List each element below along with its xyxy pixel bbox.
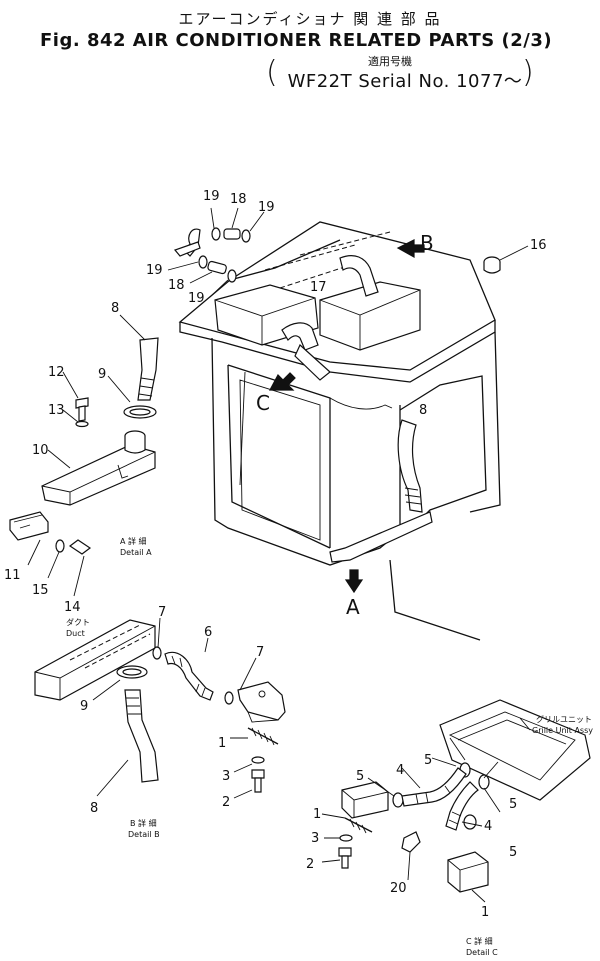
callout-4: 4 [396,763,404,778]
callout-5: 5 [509,845,517,860]
serial-paren-close: ) [522,55,534,90]
callout-5: 5 [356,769,364,784]
detail-b-en: Detail B [128,830,160,839]
callout-1: 1 [313,807,321,822]
callout-19: 19 [258,200,275,215]
callout-5: 5 [509,797,517,812]
detail-c-jp: C 詳 細 [466,936,493,946]
detail-a [9,314,159,597]
callout-19: 19 [188,291,205,306]
callout-15: 15 [32,583,49,598]
callout-19: 19 [146,263,163,278]
duct-label-jp: ダクト [66,617,90,627]
serial-label-jp: 適用号機 [368,55,412,68]
callout-8: 8 [419,403,427,418]
callout-3: 3 [222,769,230,784]
cab-assembly [178,221,501,641]
figure-title: Fig. 842 AIR CONDITIONER RELATED PARTS (… [40,30,553,51]
callout-19: 19 [203,189,220,204]
callout-4: 4 [484,819,492,834]
duct-label-en: Duct [66,629,85,638]
serial-number: WF22T Serial No. 1077～ [287,71,523,92]
detail-b [34,617,286,799]
callout-14: 14 [64,600,81,615]
callout-3: 3 [311,831,319,846]
callout-8: 8 [111,301,119,316]
callout-8: 8 [90,801,98,816]
callout-1: 1 [218,736,226,751]
callout-13: 13 [48,403,65,418]
callout-7: 7 [158,605,166,620]
callout-9: 9 [80,699,88,714]
callout-2: 2 [306,857,314,872]
callout-7: 7 [256,645,264,660]
fitting-group-18-19 [167,207,265,298]
detail-a-en: Detail A [120,548,152,557]
callout-1: 1 [481,905,489,920]
view-letter-c: C [256,391,270,415]
detail-b-jp: B 詳 細 [130,818,157,828]
view-letters: B C A [256,231,434,619]
detail-c [321,699,591,903]
callout-12: 12 [48,365,65,380]
grille-label-en: Grille Unit Assy [532,726,593,735]
callout-17: 17 [310,280,327,295]
grille-label-jp: グリルユニット [536,714,592,724]
view-letter-b: B [420,231,434,255]
serial-paren-open: ( [266,55,278,90]
detail-captions: A 詳 細 Detail A ダクト Duct B 詳 細 Detail B グ… [66,536,593,957]
callout-6: 6 [204,625,212,640]
callout-10: 10 [32,443,49,458]
part-16-cap [483,245,529,274]
detail-c-en: Detail C [466,948,498,957]
detail-a-jp: A 詳 細 [120,536,147,546]
callout-18: 18 [230,192,247,207]
japanese-title: エアーコンディショナ 関 連 部 品 [178,10,442,28]
callout-labels: 19 18 19 19 18 19 17 16 8 9 12 13 10 11 … [4,189,547,920]
callout-5: 5 [424,753,432,768]
view-letter-a: A [346,595,360,619]
callout-11: 11 [4,568,21,583]
callout-2: 2 [222,795,230,810]
callout-20: 20 [390,881,407,896]
callout-18: 18 [168,278,185,293]
callout-9: 9 [98,367,106,382]
callout-16: 16 [530,238,547,253]
